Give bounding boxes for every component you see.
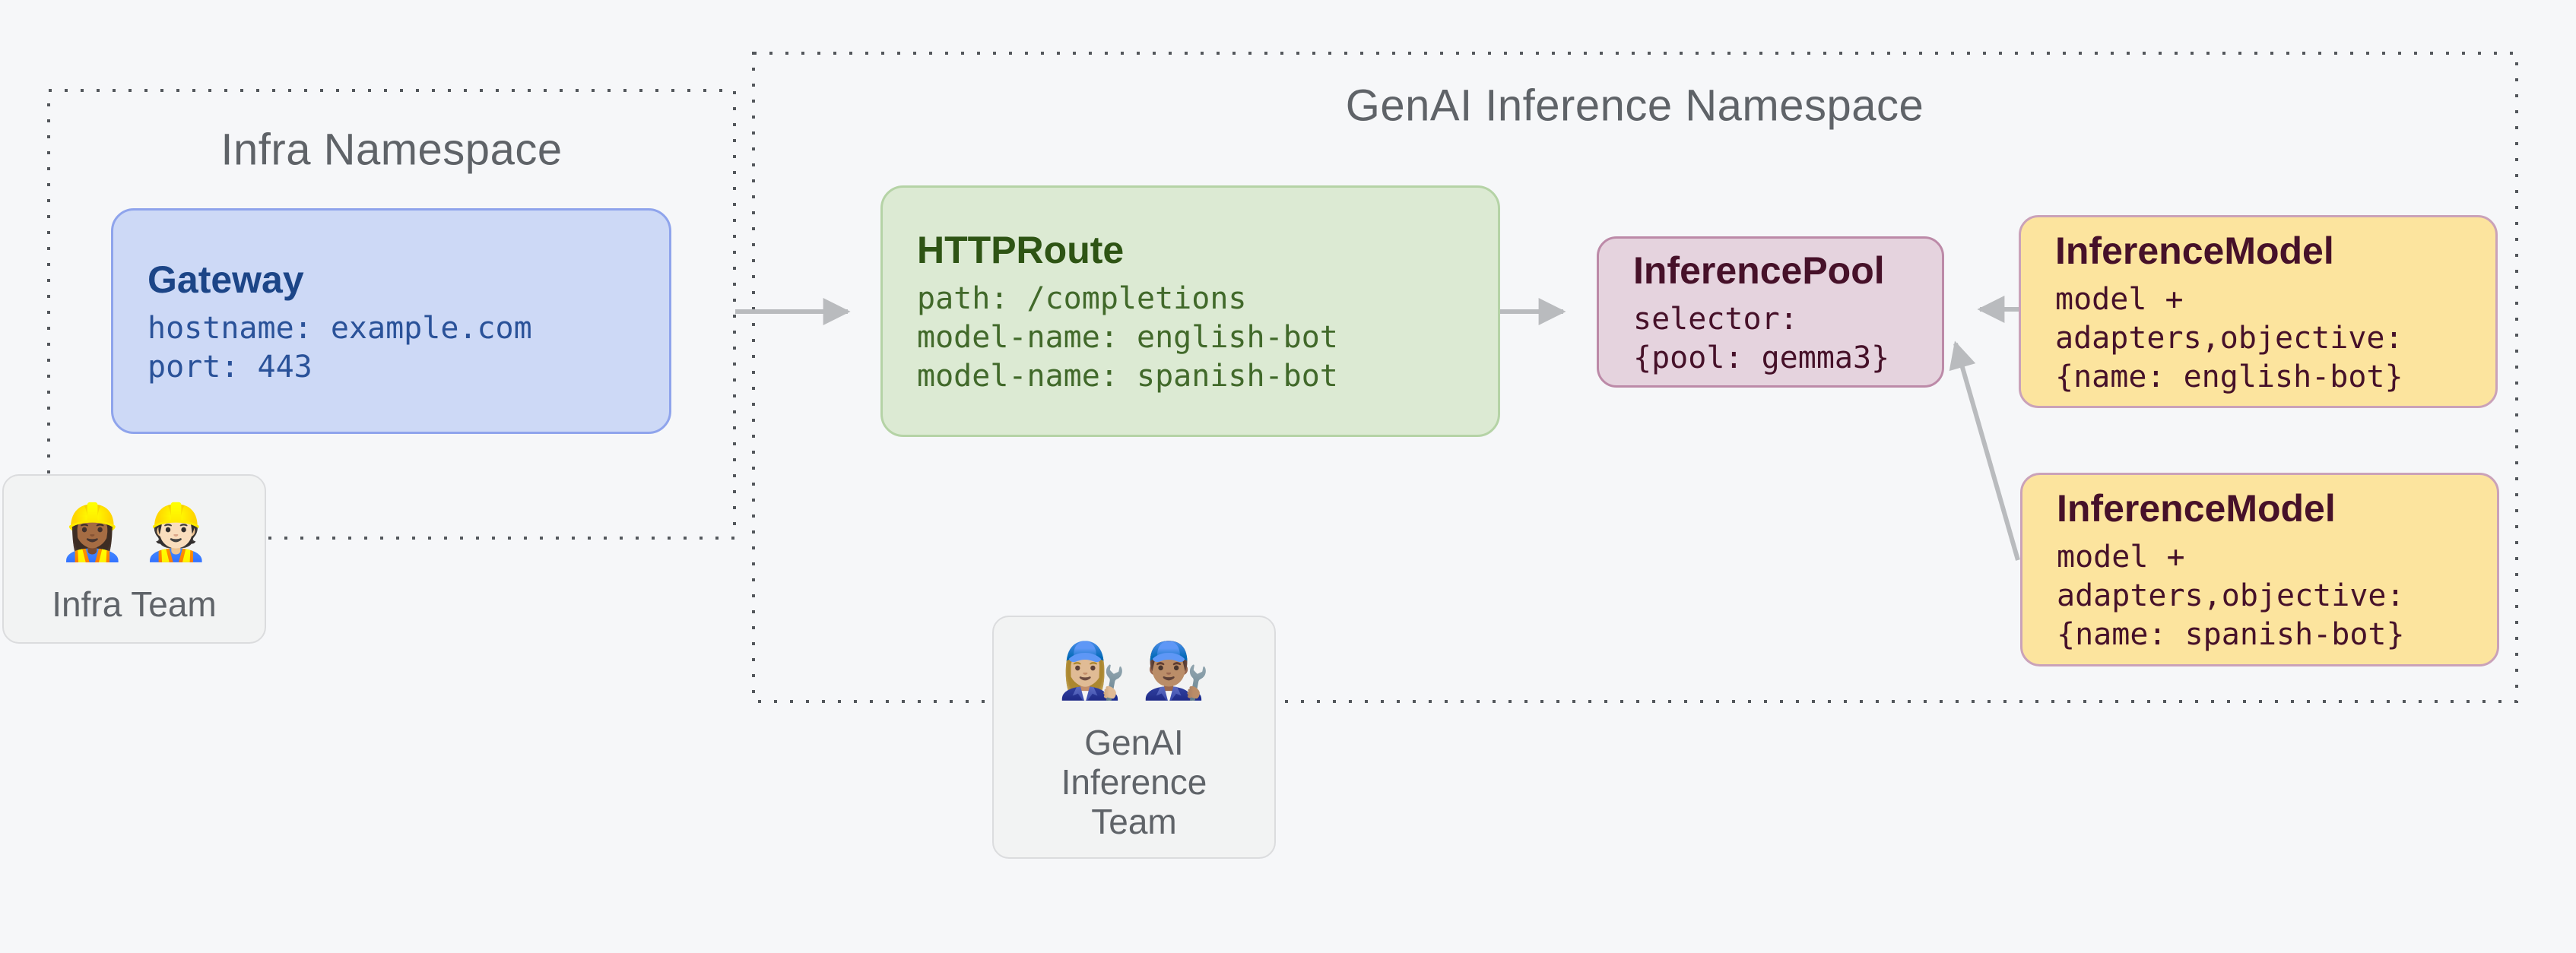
gateway-title: Gateway	[148, 258, 304, 301]
httproute-model-spanish-line: model-name: spanish-bot	[917, 359, 1338, 394]
inference-model-english-title: InferenceModel	[2055, 229, 2334, 272]
inference-pool-value-line: {pool: gemma3}	[1633, 340, 1890, 375]
inference-model-spanish-model-line: model +	[2057, 540, 2185, 575]
inference-model-spanish-node: InferenceModel model + adapters,objectiv…	[2020, 473, 2499, 666]
inference-pool-selector-line: selector:	[1633, 301, 1798, 337]
inference-model-english-model-line: model +	[2055, 281, 2184, 317]
genai-inference-team-label: GenAI Inference Team	[1061, 723, 1207, 841]
inference-model-english-name-line: {name: english-bot}	[2055, 359, 2403, 394]
mechanic-emojis: 👩🏼‍🔧 👨🏽‍🔧	[1058, 641, 1210, 701]
infra-team-card: 👷🏾‍♀️ 👷🏻 Infra Team	[2, 474, 266, 644]
inference-model-spanish-name-line: {name: spanish-bot}	[2057, 617, 2405, 652]
inference-model-english-node: InferenceModel model + adapters,objectiv…	[2019, 215, 2498, 408]
construction-worker-emojis: 👷🏾‍♀️ 👷🏻	[58, 502, 211, 563]
inference-pool-title: InferencePool	[1633, 249, 1885, 292]
httproute-model-english-line: model-name: english-bot	[917, 320, 1338, 355]
arrow-spanish-model-to-inferencepool	[1949, 340, 2020, 561]
gateway-hostname-line: hostname: example.com	[148, 310, 532, 346]
httproute-title: HTTPRoute	[917, 229, 1125, 271]
inference-model-english-adapters-line: adapters,objective:	[2055, 320, 2403, 356]
httproute-node: HTTPRoute path: /completions model-name:…	[880, 185, 1500, 437]
infra-namespace-title: Infra Namespace	[220, 125, 563, 175]
genai-namespace-title: GenAI Inference Namespace	[1345, 81, 1924, 131]
genai-inference-team-card: 👩🏼‍🔧 👨🏽‍🔧 GenAI Inference Team	[992, 616, 1276, 859]
infra-team-label: Infra Team	[52, 584, 217, 624]
inference-model-spanish-title: InferenceModel	[2057, 487, 2336, 530]
httproute-path-line: path: /completions	[917, 281, 1247, 316]
inference-model-spanish-adapters-line: adapters,objective:	[2057, 578, 2405, 613]
gateway-node: Gateway hostname: example.com port: 443	[111, 208, 671, 434]
gateway-port-line: port: 443	[148, 349, 312, 385]
inference-pool-node: InferencePool selector: {pool: gemma3}	[1597, 236, 1944, 388]
